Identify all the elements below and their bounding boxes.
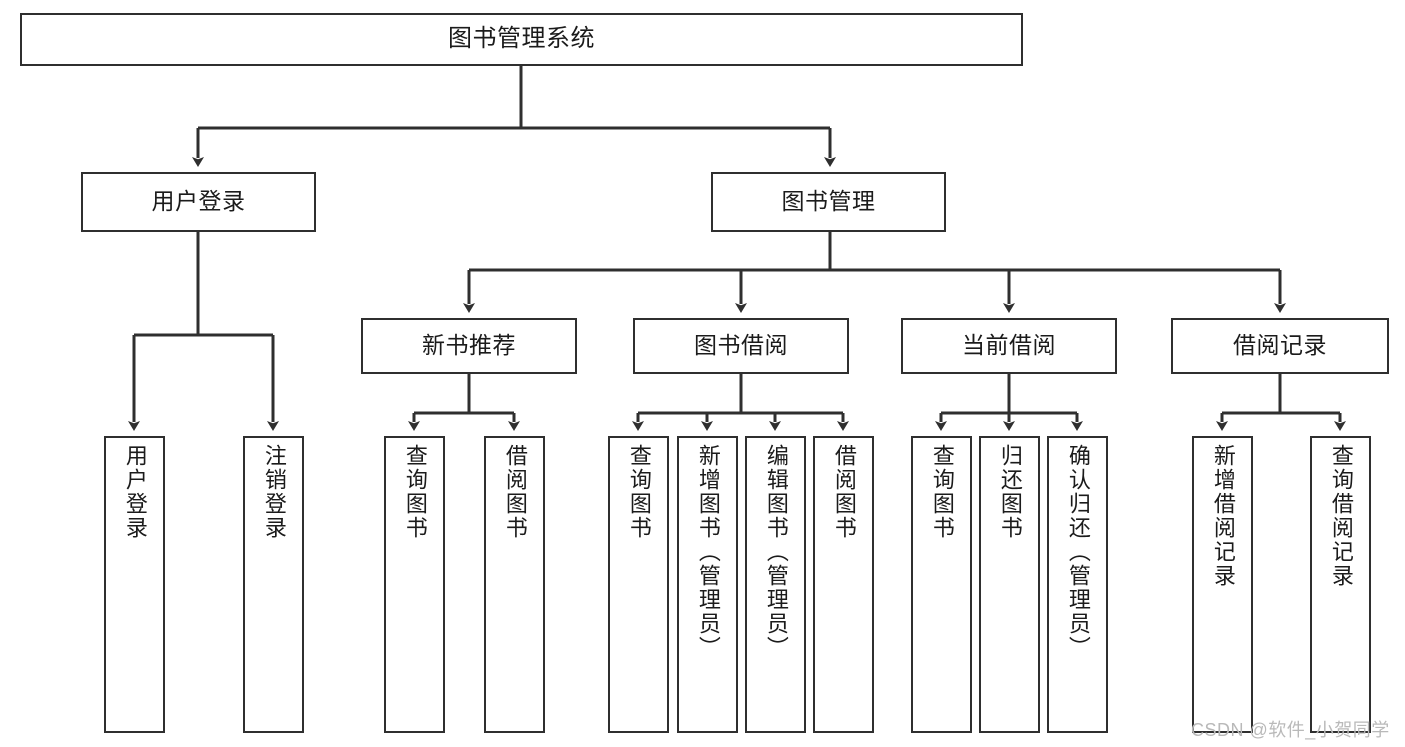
leaf-label: 借阅图书 [502, 444, 528, 540]
leaf-new-book-borrow[interactable]: 借阅图书 [484, 436, 545, 733]
leaf-user-login-login[interactable]: 用户登录 [104, 436, 165, 733]
node-new-book-recommend[interactable]: 新书推荐 [361, 318, 577, 374]
leaf-label: 确认归还（管理员） [1065, 444, 1091, 660]
leaf-label: 新增图书（管理员） [695, 444, 721, 660]
leaf-label: 编辑图书（管理员） [763, 444, 789, 660]
leaf-label: 新增借阅记录 [1210, 444, 1236, 588]
node-root-label: 图书管理系统 [448, 25, 595, 53]
leaf-current-confirm-return[interactable]: 确认归还（管理员） [1047, 436, 1108, 733]
leaf-label: 用户登录 [122, 444, 148, 540]
leaf-borrow-edit-book[interactable]: 编辑图书（管理员） [745, 436, 806, 733]
node-book-borrow[interactable]: 图书借阅 [633, 318, 849, 374]
node-user-login[interactable]: 用户登录 [81, 172, 316, 232]
node-user-login-label: 用户登录 [151, 188, 246, 215]
node-book-management-label: 图书管理 [781, 188, 876, 215]
leaf-current-return-book[interactable]: 归还图书 [979, 436, 1040, 733]
leaf-current-query-book[interactable]: 查询图书 [911, 436, 972, 733]
node-borrow-record-label: 借阅记录 [1233, 332, 1327, 359]
leaf-label: 查询图书 [626, 444, 652, 540]
leaf-label: 查询图书 [402, 444, 428, 540]
node-book-borrow-label: 图书借阅 [694, 332, 788, 359]
leaf-new-book-query[interactable]: 查询图书 [384, 436, 445, 733]
leaf-borrow-borrow-book[interactable]: 借阅图书 [813, 436, 874, 733]
node-current-borrow-label: 当前借阅 [962, 332, 1056, 359]
leaf-record-add-record[interactable]: 新增借阅记录 [1192, 436, 1253, 733]
leaf-label: 查询借阅记录 [1328, 444, 1354, 588]
leaf-borrow-add-book[interactable]: 新增图书（管理员） [677, 436, 738, 733]
leaf-label: 归还图书 [997, 444, 1023, 540]
node-current-borrow[interactable]: 当前借阅 [901, 318, 1117, 374]
node-root[interactable]: 图书管理系统 [20, 13, 1023, 66]
leaf-label: 借阅图书 [831, 444, 857, 540]
node-book-management[interactable]: 图书管理 [711, 172, 946, 232]
leaf-user-login-logout[interactable]: 注销登录 [243, 436, 304, 733]
node-new-book-recommend-label: 新书推荐 [422, 332, 516, 359]
leaf-label: 注销登录 [261, 444, 287, 540]
leaf-borrow-query-book[interactable]: 查询图书 [608, 436, 669, 733]
leaf-record-query-record[interactable]: 查询借阅记录 [1310, 436, 1371, 733]
node-borrow-record[interactable]: 借阅记录 [1171, 318, 1389, 374]
leaf-label: 查询图书 [929, 444, 955, 540]
